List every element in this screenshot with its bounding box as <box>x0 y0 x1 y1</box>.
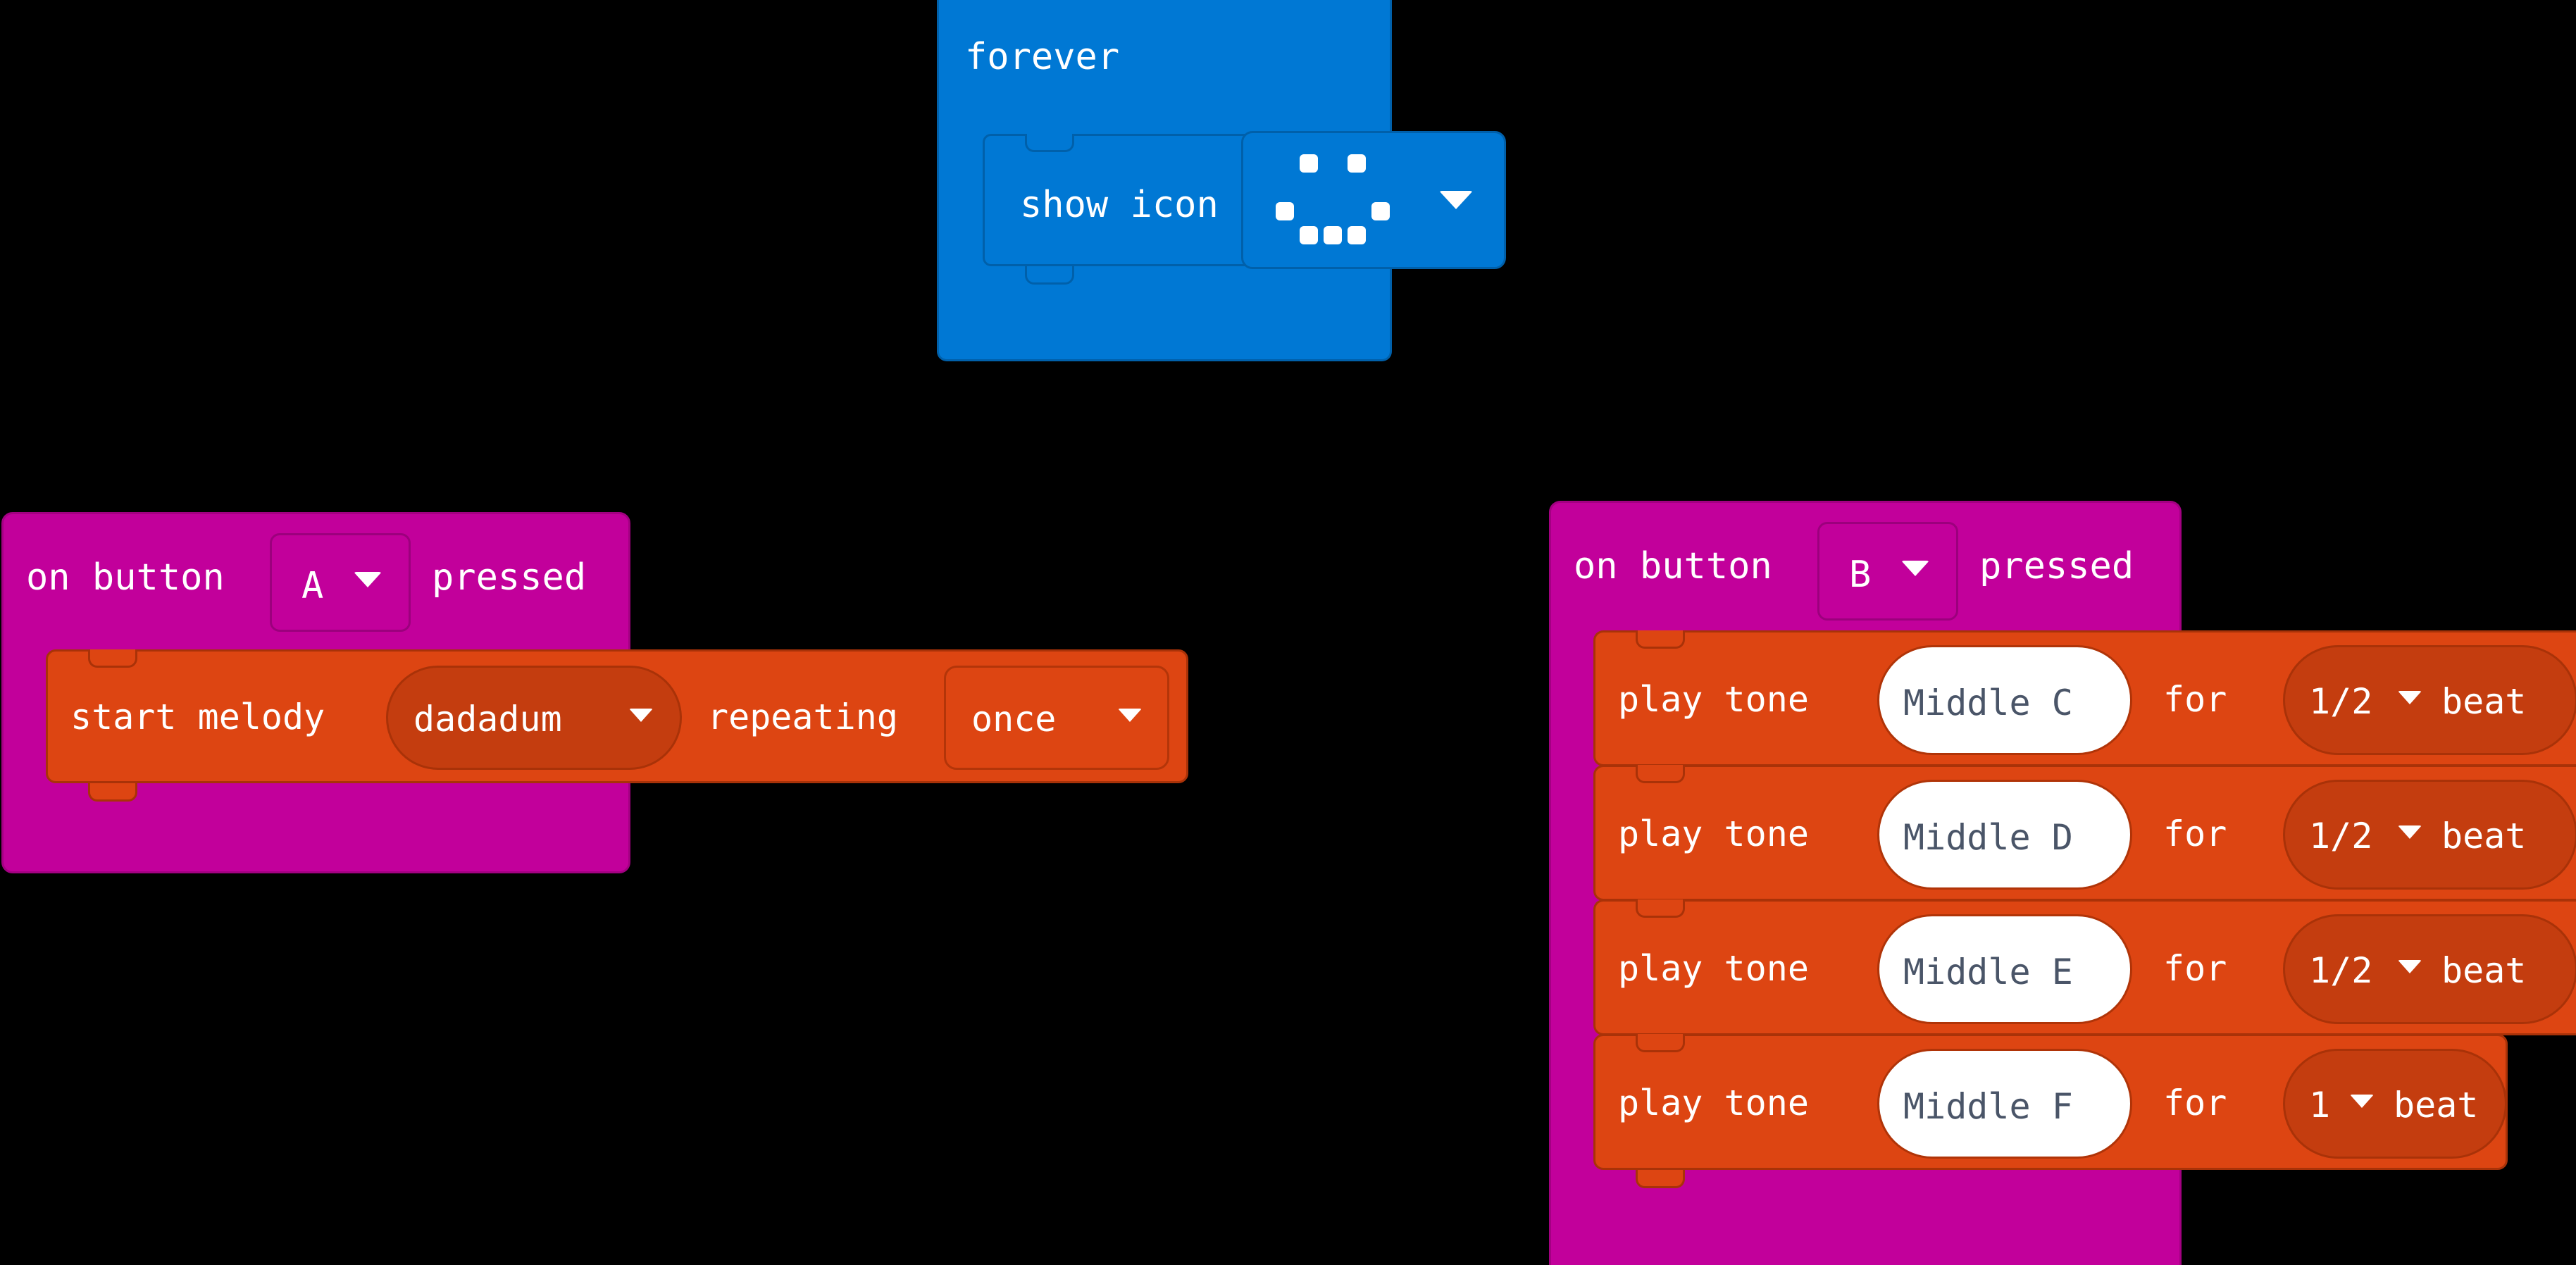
show-icon-label: show icon <box>1020 184 1219 226</box>
tone-beat-dropdown[interactable]: 1/2 beat <box>2283 914 2576 1024</box>
chevron-down-icon[interactable] <box>354 572 382 587</box>
tone-beat-suffix-label: beat <box>2441 950 2527 991</box>
tone-note-field[interactable]: Middle D <box>1877 780 2132 890</box>
button-a-value: A <box>301 565 324 607</box>
forever-label: forever <box>965 36 1120 78</box>
block-start-melody[interactable]: start melody dadadum repeating once <box>46 649 1188 802</box>
play-tone-prefix-label: play tone <box>1618 814 1809 854</box>
tone-beat-value: 1 <box>2309 1085 2331 1126</box>
chevron-down-icon[interactable] <box>2398 691 2422 704</box>
led-off <box>1324 250 1342 268</box>
tone-note-field[interactable]: Middle F <box>1877 1049 2132 1159</box>
block-notch-top <box>1636 899 1685 918</box>
melody-value: dadadum <box>413 699 562 740</box>
chevron-down-icon[interactable] <box>1901 561 1929 576</box>
tone-beat-dropdown[interactable]: 1 beat <box>2283 1049 2507 1159</box>
play-tone-prefix-label: play tone <box>1618 679 1809 720</box>
led-off <box>1371 250 1390 268</box>
led-off <box>1276 178 1294 197</box>
icon-dropdown-field[interactable] <box>1241 131 1506 269</box>
led-off <box>1348 202 1366 220</box>
tone-note-value: Middle F <box>1903 1086 2073 1127</box>
button-b-value: B <box>1849 554 1872 596</box>
led-off <box>1300 202 1318 220</box>
block-play-tone[interactable]: play tone Middle E for 1/2 beat <box>1593 899 2576 1035</box>
led-off <box>1324 178 1342 197</box>
block-notch-top <box>1636 630 1685 649</box>
melody-repeat-value: once <box>971 699 1057 740</box>
led-off <box>1371 154 1390 173</box>
tone-beat-suffix-label: beat <box>2441 816 2527 856</box>
led-off <box>1300 250 1318 268</box>
tone-beat-value: 1/2 <box>2309 950 2373 991</box>
play-tone-mid-label: for <box>2163 679 2227 720</box>
play-tone-mid-label: for <box>2163 1083 2227 1123</box>
block-notch-top <box>1636 765 1685 783</box>
chevron-down-icon[interactable] <box>1118 709 1142 722</box>
tone-note-value: Middle E <box>1903 952 2073 992</box>
tone-beat-value: 1/2 <box>2309 816 2373 856</box>
led-on <box>1300 226 1318 244</box>
block-notch-bottom <box>88 783 137 802</box>
led-off <box>1371 178 1390 197</box>
on-button-a-suffix-label: pressed <box>432 556 587 599</box>
play-tone-prefix-label: play tone <box>1618 948 1809 989</box>
led-on <box>1324 226 1342 244</box>
block-notch-bottom <box>1636 1170 1685 1188</box>
tone-note-field[interactable]: Middle E <box>1877 914 2132 1024</box>
led-off <box>1371 226 1390 244</box>
chevron-down-icon[interactable] <box>629 709 653 722</box>
tone-beat-suffix-label: beat <box>2441 681 2527 722</box>
button-b-dropdown[interactable]: B <box>1817 522 1958 621</box>
led-on <box>1276 202 1294 220</box>
led-off <box>1276 250 1294 268</box>
melody-repeat-dropdown[interactable]: once <box>944 666 1169 770</box>
led-off <box>1276 226 1294 244</box>
play-tone-mid-label: for <box>2163 814 2227 854</box>
chevron-down-icon[interactable] <box>2398 825 2422 839</box>
led-matrix-happy-icon <box>1276 154 1390 268</box>
led-off <box>1324 202 1342 220</box>
start-melody-mid-label: repeating <box>707 697 898 737</box>
on-button-b-suffix-label: pressed <box>1979 545 2134 587</box>
melody-dropdown[interactable]: dadadum <box>386 666 682 770</box>
play-tone-prefix-label: play tone <box>1618 1083 1809 1123</box>
led-on <box>1348 226 1366 244</box>
chevron-down-icon[interactable] <box>2350 1095 2374 1108</box>
tone-beat-value: 1/2 <box>2309 681 2373 722</box>
led-on <box>1300 154 1318 173</box>
block-notch-top <box>88 649 137 668</box>
start-melody-prefix-label: start melody <box>70 697 325 737</box>
on-button-a-prefix-label: on button <box>26 556 225 599</box>
led-off <box>1324 154 1342 173</box>
led-off <box>1276 154 1294 173</box>
led-off <box>1300 178 1318 197</box>
led-on <box>1348 154 1366 173</box>
on-button-b-prefix-label: on button <box>1574 545 1772 587</box>
led-off <box>1348 178 1366 197</box>
button-a-dropdown[interactable]: A <box>270 533 411 632</box>
tone-beat-suffix-label: beat <box>2394 1085 2479 1126</box>
block-notch-top <box>1636 1034 1685 1052</box>
tone-note-value: Middle D <box>1903 817 2073 858</box>
led-off <box>1348 250 1366 268</box>
block-play-tone[interactable]: play tone Middle D for 1/2 beat <box>1593 765 2576 901</box>
block-play-tone[interactable]: play tone Middle C for 1/2 beat <box>1593 630 2576 766</box>
led-on <box>1371 202 1390 220</box>
tone-beat-dropdown[interactable]: 1/2 beat <box>2283 645 2576 755</box>
block-play-tone[interactable]: play tone Middle F for 1 beat <box>1593 1034 2508 1188</box>
tone-beat-dropdown[interactable]: 1/2 beat <box>2283 780 2576 890</box>
chevron-down-icon[interactable] <box>1439 191 1473 209</box>
tone-note-field[interactable]: Middle C <box>1877 645 2132 755</box>
play-tone-mid-label: for <box>2163 948 2227 989</box>
chevron-down-icon[interactable] <box>2398 960 2422 973</box>
tone-note-value: Middle C <box>1903 683 2073 723</box>
